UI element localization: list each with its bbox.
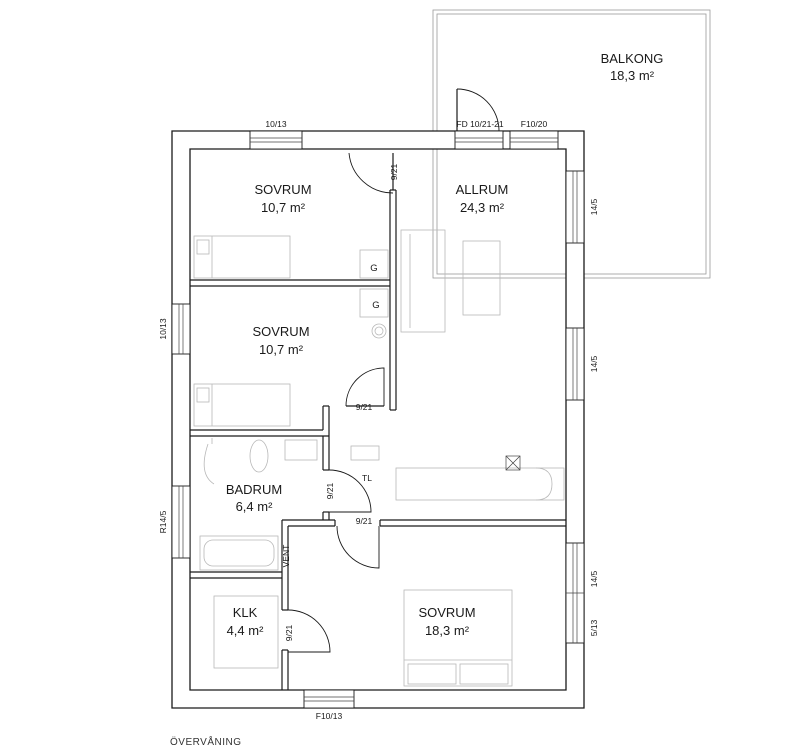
- interior-walls: [190, 189, 566, 690]
- vent-label: VENT: [281, 545, 291, 568]
- shelf-badrum: [350, 445, 380, 461]
- lamp-sovrum2: [371, 323, 387, 339]
- toilet-label: TL: [362, 473, 372, 483]
- bathtub-badrum: [199, 535, 279, 571]
- window-label-left-upper: 10/13: [158, 318, 168, 340]
- room-allrum: ALLRUM 24,3 m²: [456, 182, 509, 215]
- door-label-sovrum1: 9/21: [389, 163, 399, 180]
- window-label-left-lower: R14/5: [158, 510, 168, 533]
- room-area-badrum: 6,4 m²: [236, 499, 274, 514]
- door-sovrum3: 9/21: [336, 516, 380, 569]
- toilet-badrum: [249, 439, 269, 473]
- window-top-left: [249, 130, 303, 150]
- door-label-sovrum3: 9/21: [356, 516, 373, 526]
- room-name-sovrum1: SOVRUM: [254, 182, 311, 197]
- outer-wall: [171, 130, 585, 709]
- window-label-right-lower-a: 14/5: [589, 570, 599, 587]
- stairwell: [505, 455, 521, 471]
- window-right-lower: [565, 542, 585, 644]
- room-name-klk: KLK: [233, 605, 258, 620]
- room-name-sovrum2: SOVRUM: [252, 324, 309, 339]
- door-label-klk: 9/21: [284, 624, 294, 641]
- wardrobe-sovrum1: G: [359, 249, 389, 279]
- bed-sovrum2: [193, 383, 291, 427]
- room-sovrum1: SOVRUM 10,7 m²: [254, 182, 311, 215]
- room-area-allrum: 24,3 m²: [460, 200, 505, 215]
- wardrobe-sovrum2: G: [359, 288, 389, 318]
- room-area-sovrum3: 18,3 m²: [425, 623, 470, 638]
- table-allrum: [462, 240, 501, 316]
- kitchen-counter: [395, 467, 565, 501]
- sofa-allrum: [400, 229, 446, 333]
- floor-label: ÖVERVÅNING: [170, 737, 242, 748]
- balcony-name: BALKONG: [601, 51, 664, 66]
- door-label-badrum: 9/21: [325, 482, 335, 499]
- room-name-allrum: ALLRUM: [456, 182, 509, 197]
- washbasin-badrum: [284, 439, 318, 461]
- bed-sovrum3: [403, 589, 513, 687]
- balcony-door: [456, 88, 500, 132]
- window-label-right-upper: 14/5: [589, 198, 599, 215]
- wardrobe-label-2: G: [372, 300, 379, 311]
- sink-badrum: [203, 438, 215, 485]
- door-sovrum2: 9/21: [345, 367, 385, 412]
- wardrobe-label-1: G: [370, 263, 377, 274]
- window-right-upper: [565, 170, 585, 244]
- window-bottom: [303, 689, 355, 709]
- balcony-area: 18,3 m²: [610, 68, 655, 83]
- window-label-top-right: F10/20: [521, 119, 548, 129]
- door-label-sovrum2: 9/21: [356, 402, 373, 412]
- room-area-klk: 4,4 m²: [227, 623, 265, 638]
- room-sovrum2: SOVRUM 10,7 m²: [252, 324, 309, 357]
- room-area-sovrum1: 10,7 m²: [261, 200, 306, 215]
- window-label-top-left: 10/13: [265, 119, 287, 129]
- bed-sovrum1: [193, 235, 291, 279]
- room-klk: KLK 4,4 m²: [227, 605, 265, 638]
- window-label-right-lower-b: 5/13: [589, 619, 599, 636]
- room-name-sovrum3: SOVRUM: [418, 605, 475, 620]
- door-badrum: 9/21: [325, 469, 372, 513]
- room-area-sovrum2: 10,7 m²: [259, 342, 304, 357]
- door-sovrum1: 9/21: [348, 152, 399, 194]
- window-label-right-middle: 14/5: [589, 355, 599, 372]
- door-klk: 9/21: [284, 609, 331, 653]
- window-label-top-door: FD 10/21-21: [456, 119, 504, 129]
- closet-klk: [213, 595, 279, 669]
- window-top-right: [509, 130, 559, 150]
- window-label-bottom: F10/13: [316, 711, 343, 721]
- window-left-upper: [171, 303, 191, 355]
- room-sovrum3: SOVRUM 18,3 m²: [418, 605, 475, 638]
- room-badrum: BADRUM 6,4 m²: [226, 482, 282, 514]
- window-right-middle: [565, 327, 585, 401]
- room-name-badrum: BADRUM: [226, 482, 282, 497]
- window-left-lower: [171, 485, 191, 559]
- lamp-inner-sovrum2: [374, 326, 384, 336]
- window-top-door: [454, 130, 504, 150]
